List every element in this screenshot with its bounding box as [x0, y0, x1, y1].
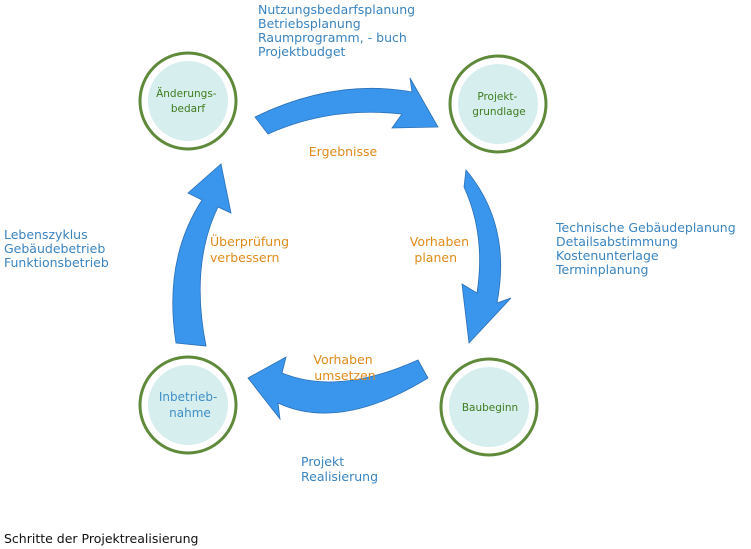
cycle-arrows	[172, 77, 512, 421]
transition-label-line: umsetzen	[314, 368, 375, 383]
note-right: Technische Gebäudeplanung Detailsabstimm…	[555, 220, 740, 277]
transition-label-line: Überprüfung	[210, 233, 289, 249]
note-line: Projekt	[301, 454, 344, 469]
node-label-line: Änderungs-	[156, 87, 217, 100]
node-aenderungsbedarf-label: Änderungs- bedarf	[156, 87, 220, 115]
transition-label-left: Überprüfung verbessern	[210, 233, 293, 265]
node-label-line: Baubeginn	[462, 402, 518, 414]
transition-label-line: Vorhaben	[410, 234, 469, 249]
note-line: Nutzungsbedarfsplanung	[258, 2, 415, 17]
transition-label-bottom: Vorhaben umsetzen	[313, 352, 376, 383]
node-label-line: nahme	[169, 406, 211, 420]
arrow-left	[172, 163, 232, 347]
transition-label-right: Vorhaben planen	[410, 234, 473, 265]
note-line: Detailsabstimmung	[556, 234, 678, 249]
note-line: Gebäudebetrieb	[4, 241, 105, 256]
node-label-line: Projekt-	[477, 91, 517, 103]
node-label-line: bedarf	[171, 103, 206, 115]
arrow-top	[254, 77, 439, 135]
figure-caption: Schritte der Projektrealisierung	[4, 531, 199, 546]
node-label-line: grundlage	[472, 106, 525, 118]
note-bottom: Projekt Realisierung	[301, 454, 378, 484]
note-line: Betriebsplanung	[258, 16, 361, 31]
arrow-bottom	[247, 356, 429, 421]
note-line: Technische Gebäudeplanung	[555, 220, 736, 235]
node-projektgrundlage: Projekt- grundlage	[448, 54, 548, 154]
node-baubeginn: Baubeginn	[439, 357, 539, 457]
transition-label-top: Ergebnisse	[309, 144, 378, 159]
transition-label-line: planen	[414, 250, 457, 265]
note-top: Nutzungsbedarfsplanung Betriebsplanung R…	[258, 2, 419, 59]
note-line: Projektbudget	[258, 44, 346, 59]
transition-label-line: Vorhaben	[313, 352, 372, 367]
note-line: Lebenszyklus	[4, 227, 88, 242]
note-line: Terminplanung	[555, 262, 648, 277]
transition-label-line: verbessern	[210, 250, 279, 265]
note-line: Funktionsbetrieb	[4, 255, 109, 270]
arrow-right	[461, 169, 512, 344]
node-projektgrundlage-label: Projekt- grundlage	[472, 91, 525, 118]
note-line: Raumprogramm, - buch	[258, 30, 407, 45]
node-aenderungsbedarf: Änderungs- bedarf	[138, 51, 238, 151]
node-inbetriebnahme-label: Inbetrieb- nahme	[159, 390, 221, 420]
transition-label-line: Ergebnisse	[309, 144, 378, 159]
note-left: Lebenszyklus Gebäudebetrieb Funktionsbet…	[4, 227, 109, 270]
node-baubeginn-label: Baubeginn	[462, 402, 518, 414]
node-label-line: Inbetrieb-	[159, 390, 217, 404]
note-line: Realisierung	[301, 469, 378, 484]
node-inbetriebnahme: Inbetrieb- nahme	[138, 355, 238, 455]
note-line: Kostenunterlage	[556, 248, 659, 263]
